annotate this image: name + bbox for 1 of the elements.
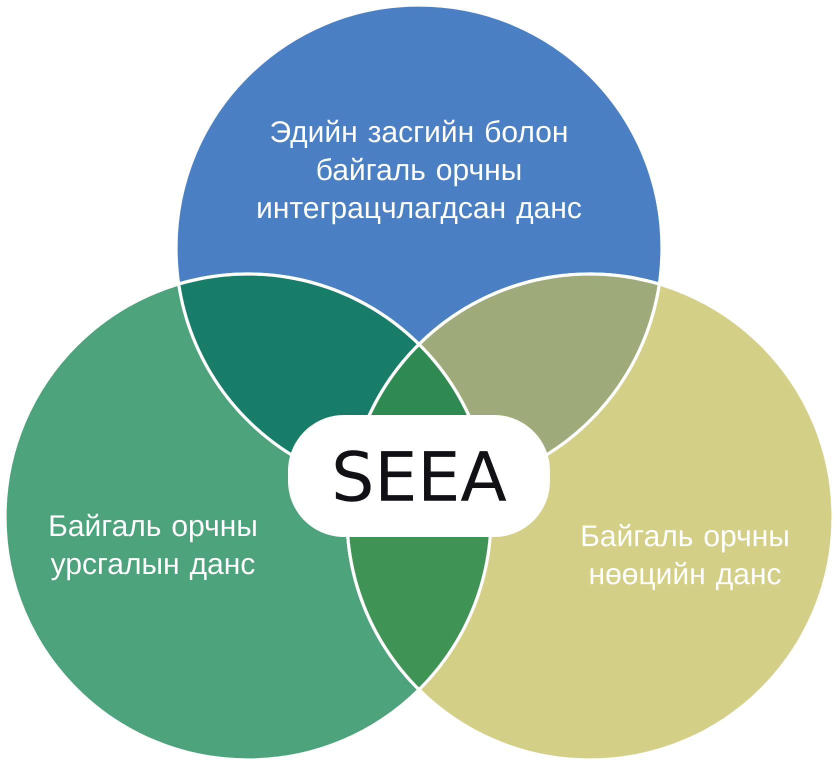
rounded-label-box: SEEA <box>288 415 550 537</box>
